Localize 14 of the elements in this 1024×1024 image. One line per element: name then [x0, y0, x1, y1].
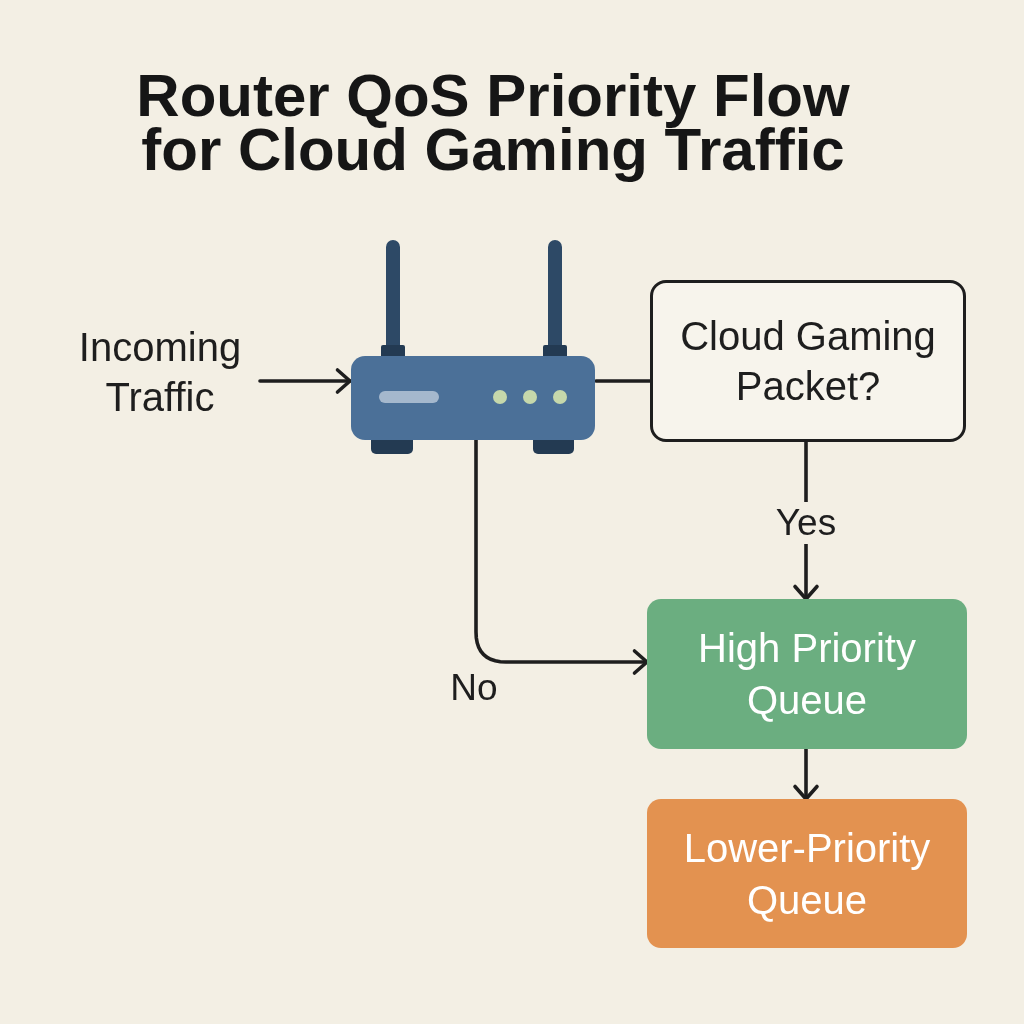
- arrow: [474, 438, 649, 675]
- box-label: Lower-Priority Queue: [682, 824, 932, 924]
- diagram-title: Router QoS Priority Flow for Cloud Gaming Traffic: [135, 61, 851, 185]
- box-label: Cloud Gaming Packet?: [679, 313, 937, 410]
- arrow: [258, 368, 352, 394]
- queue-box: [647, 599, 967, 749]
- decision-box: [650, 280, 966, 442]
- edge-label: No: [449, 667, 499, 709]
- node-text: Incoming Traffic: [77, 324, 243, 421]
- router-illustration: [350, 238, 596, 456]
- arrow: [793, 747, 819, 801]
- connector-line: [594, 379, 652, 383]
- box-label: High Priority Queue: [697, 625, 917, 724]
- queue-box: [647, 799, 967, 948]
